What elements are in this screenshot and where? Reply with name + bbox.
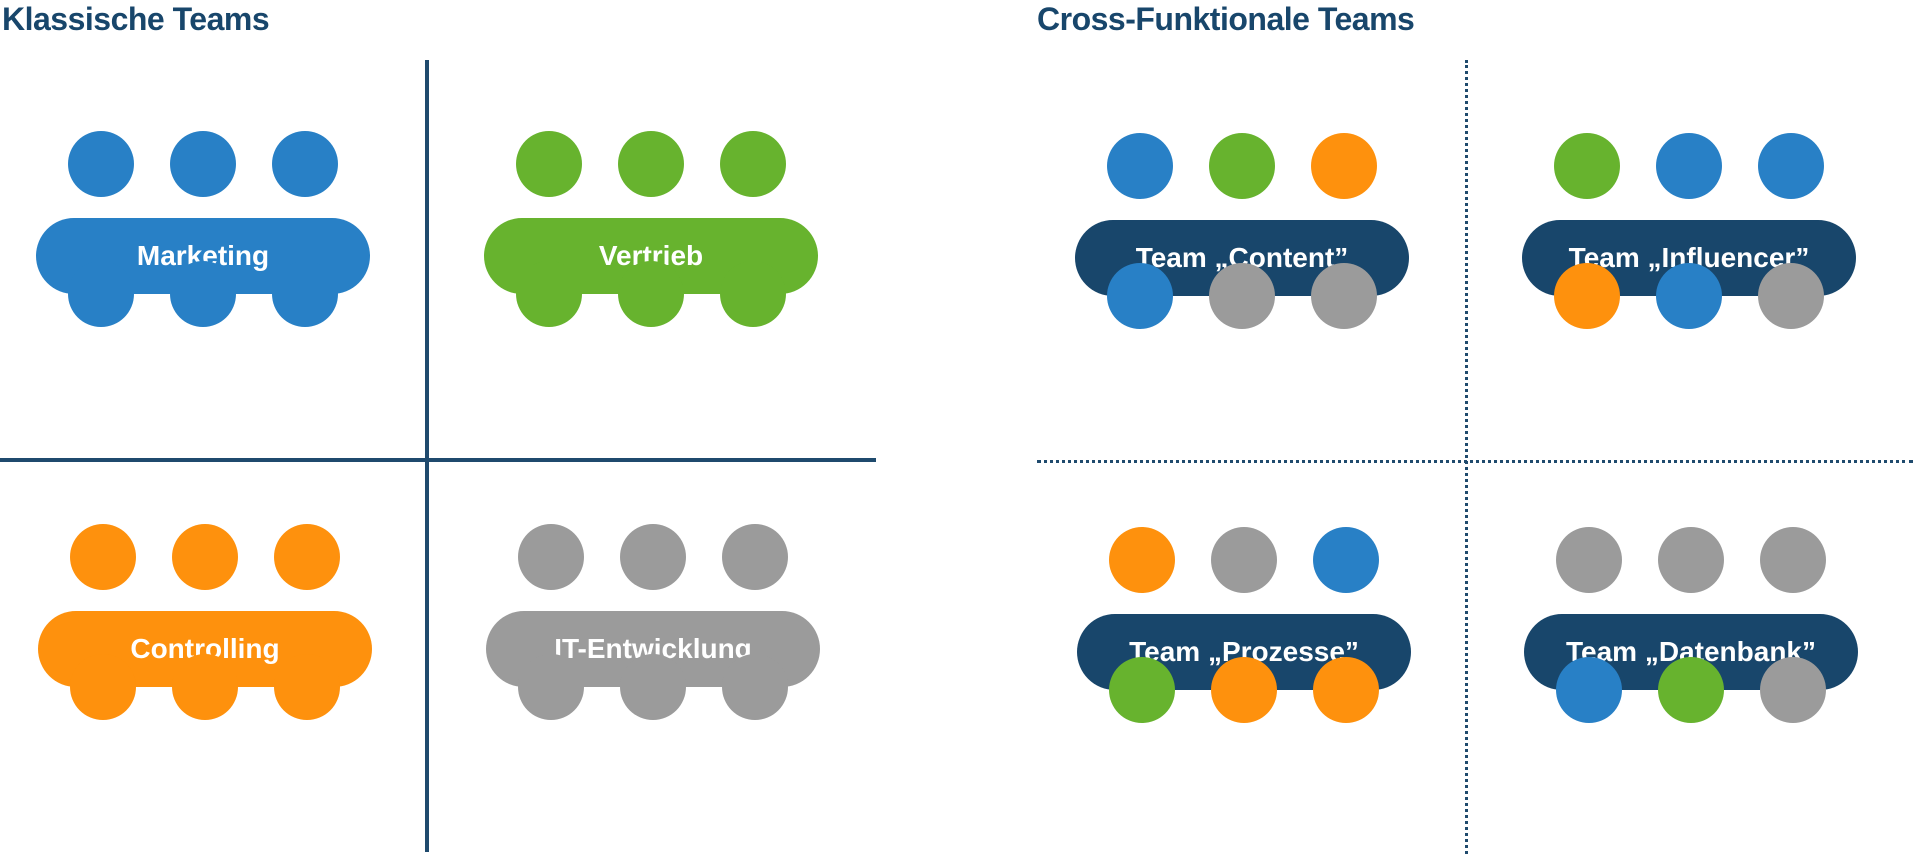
member-dot: [172, 524, 238, 590]
member-dot: [1760, 527, 1826, 593]
team-members-bottom: [518, 654, 788, 720]
team-vertrieb: Vertrieb: [484, 131, 818, 327]
team-members-bottom: [1107, 263, 1377, 329]
team-content: Team „Content”: [1075, 133, 1409, 329]
member-dot: [1313, 527, 1379, 593]
member-dot: [1211, 527, 1277, 593]
team-members-bottom: [1554, 263, 1824, 329]
member-dot: [1109, 527, 1175, 593]
member-dot: [1211, 657, 1277, 723]
member-dot: [1209, 133, 1275, 199]
member-dot: [170, 131, 236, 197]
team-members-top: [68, 131, 338, 197]
team-members-top: [70, 524, 340, 590]
member-dot: [172, 654, 238, 720]
team-members-bottom: [1109, 657, 1379, 723]
cross-horizontal-divider: [1037, 460, 1913, 463]
member-dot: [68, 131, 134, 197]
member-dot: [720, 261, 786, 327]
member-dot: [1656, 263, 1722, 329]
member-dot: [1311, 263, 1377, 329]
member-dot: [620, 524, 686, 590]
member-dot: [1209, 263, 1275, 329]
member-dot: [1758, 133, 1824, 199]
member-dot: [620, 654, 686, 720]
member-dot: [274, 654, 340, 720]
cross-functional-teams-panel: Team „Content” Team „Influencer” Team „P…: [1037, 0, 1913, 854]
member-dot: [70, 654, 136, 720]
team-members-bottom: [68, 261, 338, 327]
member-dot: [1109, 657, 1175, 723]
team-datenbank: Team „Datenbank”: [1524, 527, 1858, 723]
team-prozesse: Team „Prozesse”: [1077, 527, 1411, 723]
member-dot: [516, 131, 582, 197]
team-influencer: Team „Influencer”: [1522, 133, 1856, 329]
member-dot: [1554, 133, 1620, 199]
team-members-bottom: [1556, 657, 1826, 723]
member-dot: [1758, 263, 1824, 329]
classic-teams-title: Klassische Teams: [2, 1, 270, 37]
member-dot: [1658, 657, 1724, 723]
team-it-entwicklung: IT-Entwicklung: [486, 524, 820, 720]
member-dot: [1656, 133, 1722, 199]
member-dot: [1313, 657, 1379, 723]
team-members-top: [1107, 133, 1377, 199]
classic-teams-panel: Marketing Vertrieb Controlling IT-Entwic…: [0, 0, 880, 854]
team-members-top: [1556, 527, 1826, 593]
member-dot: [68, 261, 134, 327]
member-dot: [1554, 263, 1620, 329]
team-members-top: [1554, 133, 1824, 199]
member-dot: [722, 654, 788, 720]
member-dot: [618, 131, 684, 197]
cross-functional-teams-title: Cross-Funktionale Teams: [1037, 1, 1415, 37]
member-dot: [722, 524, 788, 590]
classic-vertical-divider: [425, 60, 429, 852]
team-controlling: Controlling: [38, 524, 372, 720]
member-dot: [518, 524, 584, 590]
team-members-bottom: [516, 261, 786, 327]
member-dot: [170, 261, 236, 327]
member-dot: [518, 654, 584, 720]
member-dot: [1658, 527, 1724, 593]
team-members-top: [516, 131, 786, 197]
member-dot: [70, 524, 136, 590]
member-dot: [618, 261, 684, 327]
member-dot: [274, 524, 340, 590]
team-marketing: Marketing: [36, 131, 370, 327]
member-dot: [1107, 263, 1173, 329]
cross-vertical-divider: [1465, 60, 1468, 854]
team-members-top: [1109, 527, 1379, 593]
member-dot: [1311, 133, 1377, 199]
team-members-top: [518, 524, 788, 590]
member-dot: [272, 261, 338, 327]
team-members-bottom: [70, 654, 340, 720]
member-dot: [1556, 527, 1622, 593]
member-dot: [516, 261, 582, 327]
member-dot: [272, 131, 338, 197]
classic-horizontal-divider: [0, 458, 876, 462]
member-dot: [1107, 133, 1173, 199]
member-dot: [1760, 657, 1826, 723]
member-dot: [1556, 657, 1622, 723]
member-dot: [720, 131, 786, 197]
